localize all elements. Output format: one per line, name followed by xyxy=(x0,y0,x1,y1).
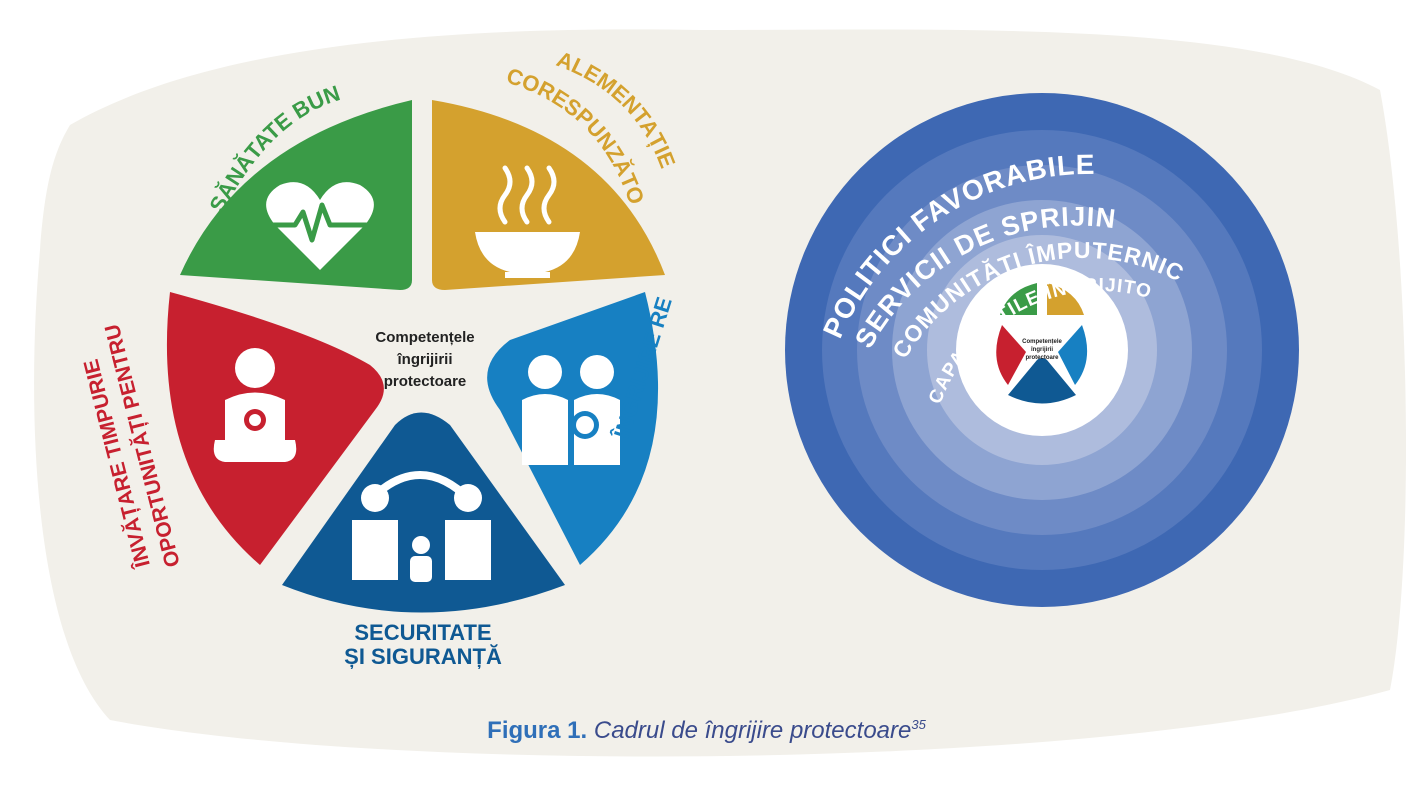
figure-title: Cadrul de îngrijire protectoare xyxy=(593,717,912,744)
mini-segment-red xyxy=(996,325,1026,385)
wheel-center-label-line1: Competențele xyxy=(375,329,474,346)
caregivers-holding-baby-icon xyxy=(522,355,620,465)
mini-segment-yellow xyxy=(1047,283,1084,315)
footnote-marker: 35 xyxy=(911,717,926,732)
child-learning-icon xyxy=(213,348,297,462)
label-safety-line1: SECURITATE xyxy=(354,620,491,645)
mini-segment-navy xyxy=(1008,358,1076,404)
wheel-center-label-line3: protectoare xyxy=(384,373,467,390)
mini-center-label-line1: Competențele xyxy=(1022,339,1062,345)
mini-wheel: Competențele îngrijirii protectoare xyxy=(996,283,1088,404)
figure-caption: Figura 1. Cadrul de îngrijire protectoar… xyxy=(0,717,1413,745)
label-safety-line2: ȘI SIGURANȚĂ xyxy=(344,644,502,669)
family-shelter-icon xyxy=(352,471,491,582)
mini-center-label-line2: îngrijirii xyxy=(1030,347,1053,353)
wheel-center-label-line2: îngrijirii xyxy=(396,351,452,368)
mini-segment-green xyxy=(1000,283,1037,315)
steaming-bowl-icon xyxy=(475,165,580,278)
heart-pulse-icon xyxy=(266,182,374,270)
figure-number: Figura 1. xyxy=(487,717,588,744)
mini-wheel-base xyxy=(956,264,1128,436)
mini-segment-blue xyxy=(1058,325,1088,385)
mini-center-label-line3: protectoare xyxy=(1025,355,1059,361)
